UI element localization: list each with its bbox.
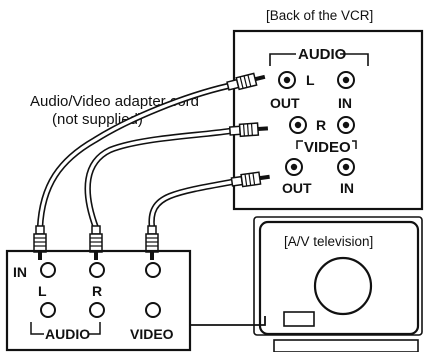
panel-audio-right-jack-top <box>89 262 105 278</box>
panel-to-tv-line <box>190 316 266 326</box>
vcr-left-label: L <box>306 72 315 88</box>
cable-audio-right <box>84 127 234 232</box>
panel-audio-left-jack-lower <box>40 302 56 318</box>
vcr-video-in-jack <box>337 158 355 176</box>
vcr-audio-out-label: OUT <box>270 95 300 111</box>
plug-vcr-audio-left <box>226 72 266 91</box>
vcr-audio-in-left-jack <box>337 71 355 89</box>
panel-audio-label: AUDIO <box>45 326 90 342</box>
tv-speaker-circle <box>313 256 373 316</box>
vcr-audio-in-label: IN <box>338 95 352 111</box>
tv-input-panel <box>5 249 192 352</box>
tv-base <box>273 339 419 352</box>
vcr-right-label: R <box>316 117 326 133</box>
vcr-audio-out-left-jack <box>278 71 296 89</box>
cable-audio-left <box>36 82 232 232</box>
panel-audio-left-jack <box>40 262 56 278</box>
panel-audio-bracket <box>30 322 101 335</box>
vcr-audio-out-right-jack <box>289 116 307 134</box>
plug-vcr-video <box>230 171 270 188</box>
vcr-video-out-jack <box>285 158 303 176</box>
vcr-video-in-label: IN <box>340 180 354 196</box>
panel-video-jack-lower <box>145 302 161 318</box>
tv-label: [A/V television] <box>284 234 373 249</box>
panel-left-label: L <box>38 283 47 299</box>
vcr-caption: [Back of the VCR] <box>266 8 373 23</box>
panel-video-label: VIDEO <box>130 326 174 342</box>
panel-video-jack-top <box>145 262 161 278</box>
plug-panel-audio-right <box>89 225 103 260</box>
vcr-audio-in-right-jack <box>337 116 355 134</box>
cable-video <box>148 178 236 232</box>
panel-right-label: R <box>92 283 102 299</box>
vcr-video-label: VIDEO <box>304 139 351 156</box>
plug-panel-audio-left <box>33 225 47 260</box>
cord-caption-line1: Audio/Video adapter cord <box>30 93 199 110</box>
plug-panel-video <box>145 225 159 260</box>
plug-vcr-audio-right <box>228 122 269 138</box>
vcr-video-out-label: OUT <box>282 180 312 196</box>
vcr-back-panel <box>232 29 424 211</box>
vcr-audio-bracket <box>269 53 369 66</box>
vcr-audio-label: AUDIO <box>298 46 347 63</box>
tv-panel-cover <box>283 311 315 327</box>
panel-audio-right-jack-lower <box>89 302 105 318</box>
vcr-video-bracket <box>296 140 357 149</box>
panel-in-label: IN <box>13 264 27 280</box>
tv-body <box>258 220 420 336</box>
